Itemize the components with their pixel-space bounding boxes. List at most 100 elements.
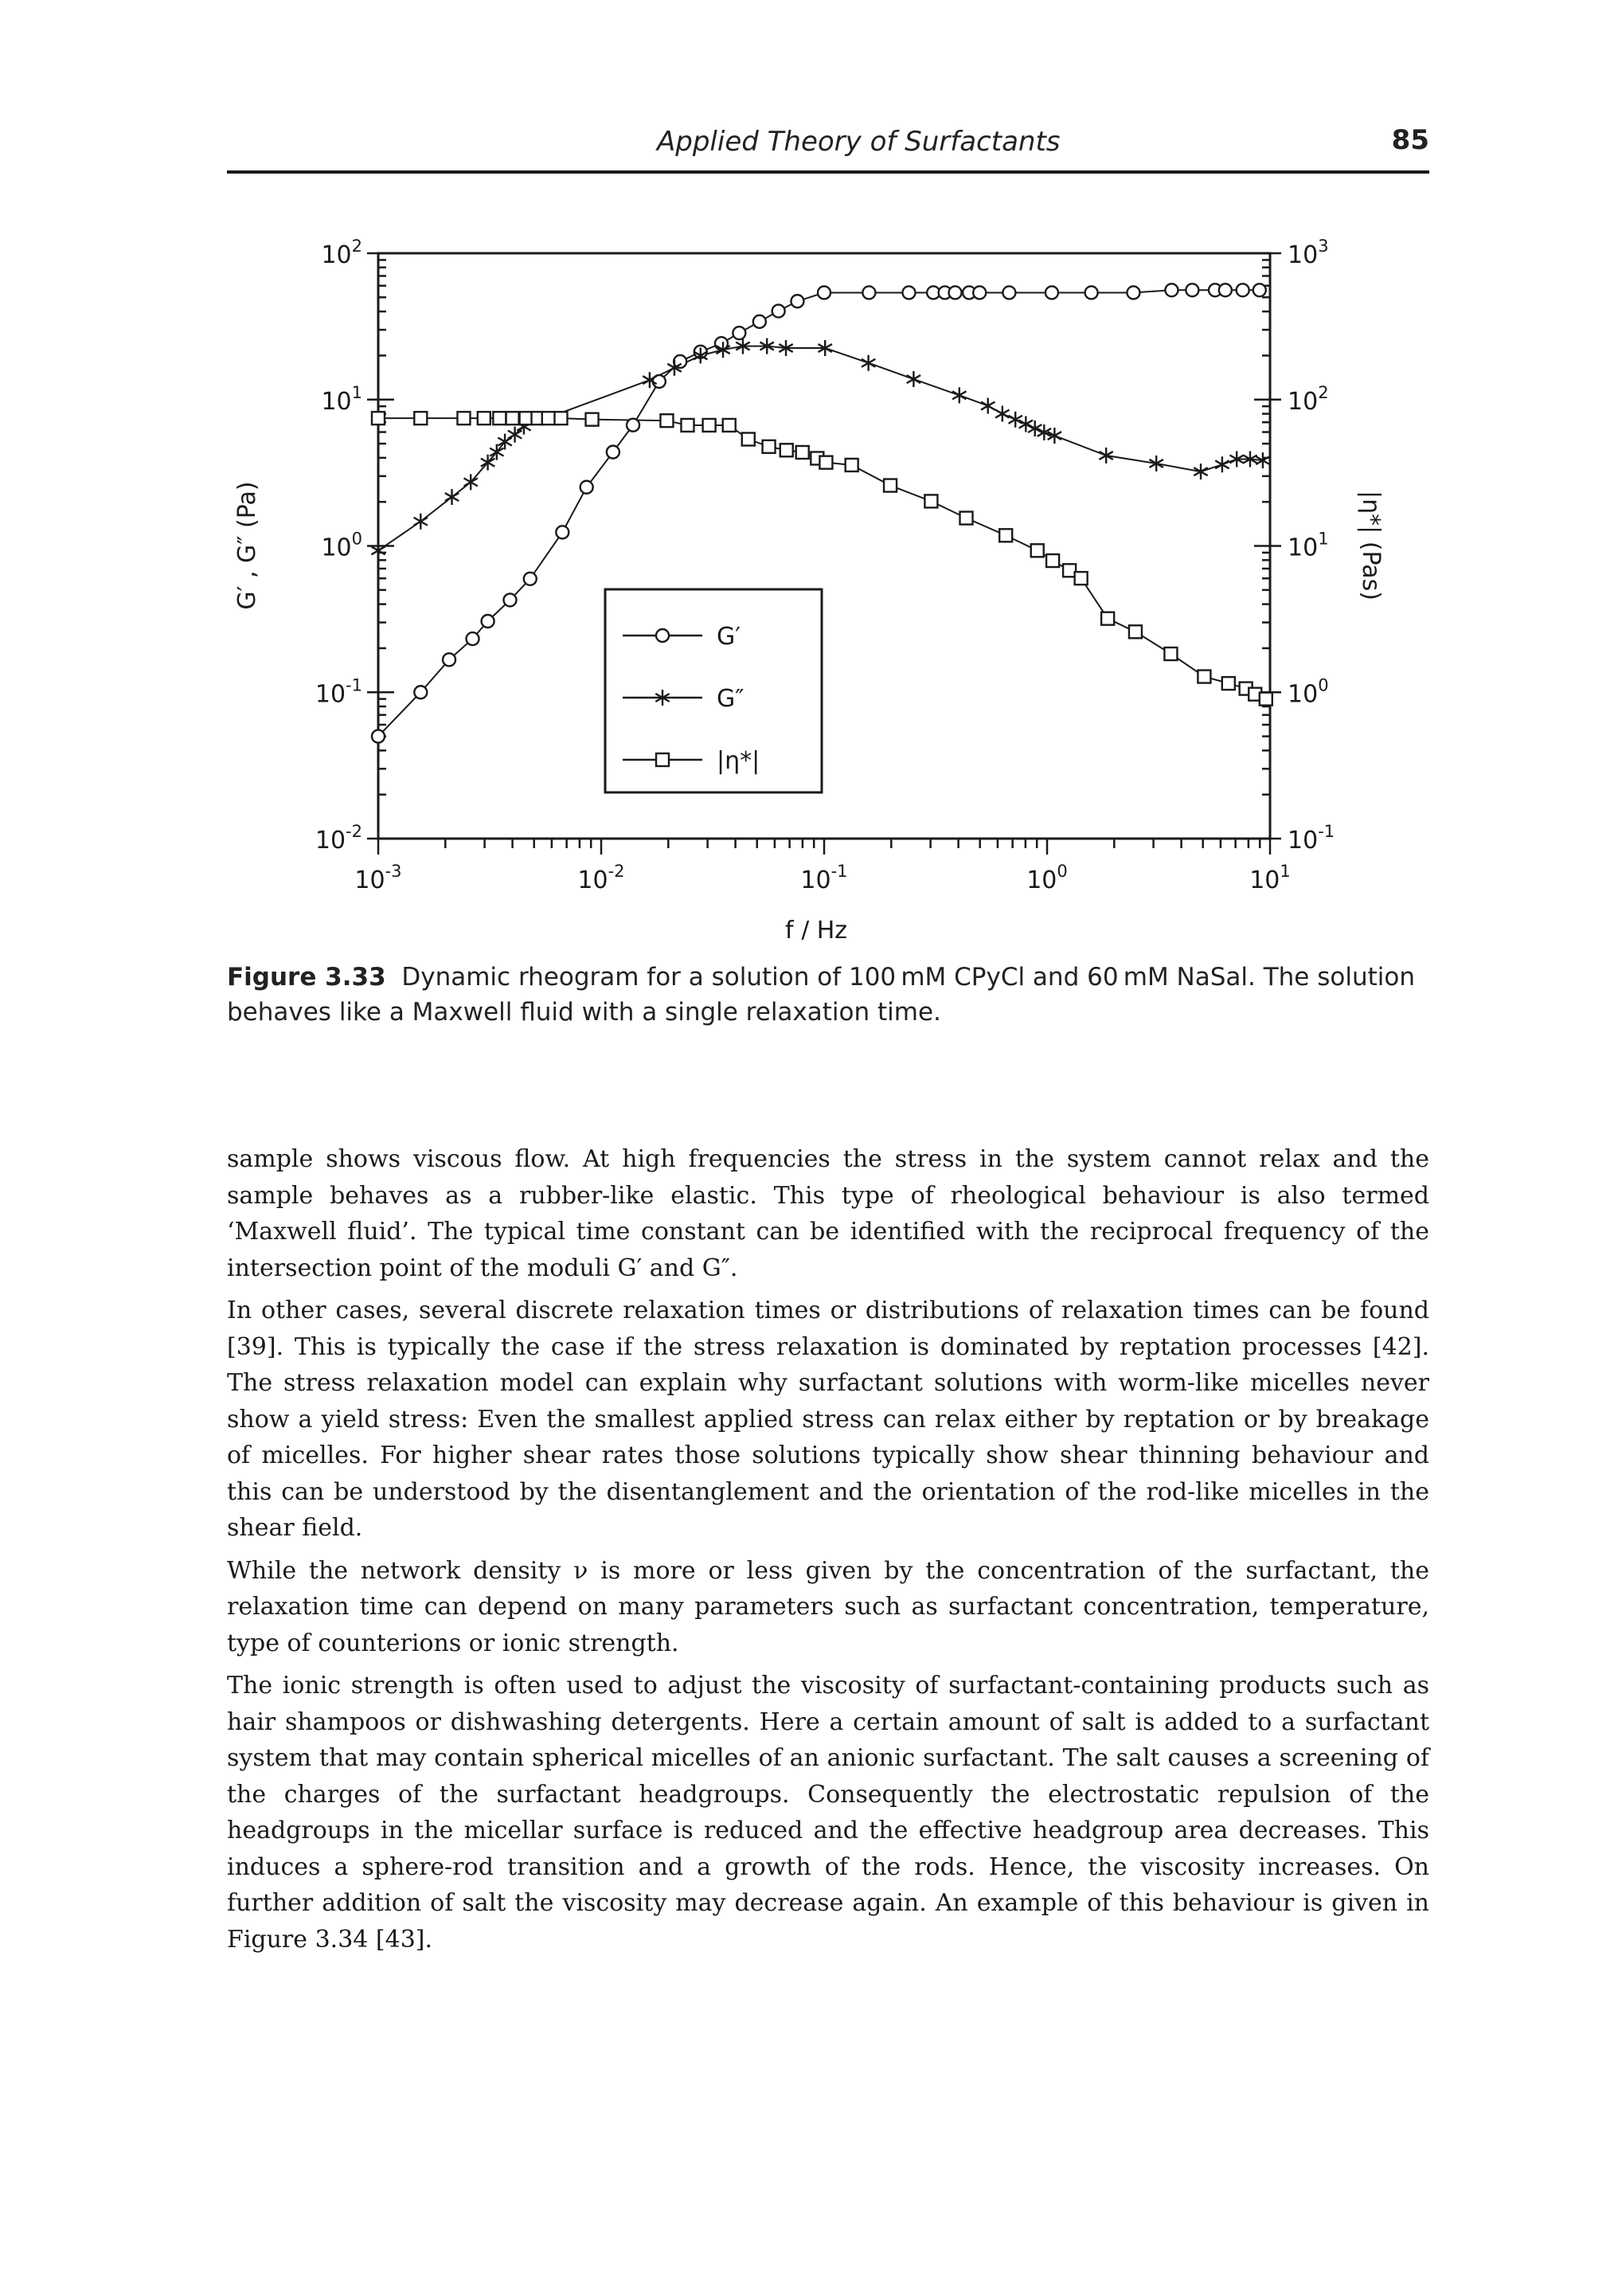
y-left-tick-label: 10-1 xyxy=(315,675,362,708)
data-point-eta-star xyxy=(702,417,717,433)
data-point-g-prime xyxy=(625,417,641,432)
data-point-eta-star xyxy=(476,410,491,426)
data-point-g-double-prime xyxy=(817,340,833,357)
data-point-eta-star xyxy=(844,457,859,473)
data-point-g-prime xyxy=(370,729,386,744)
legend-label-g-double-prime: G″ xyxy=(717,685,744,713)
data-point-eta-star xyxy=(1100,611,1116,626)
x-tick-label: 100 xyxy=(1026,862,1068,894)
legend-marker-eta-star xyxy=(655,752,670,768)
legend-marker-g-prime xyxy=(655,628,670,643)
y-right-tick-label: 10-1 xyxy=(1288,822,1335,855)
data-point-g-double-prime xyxy=(412,513,428,530)
data-point-g-double-prime xyxy=(980,397,996,414)
data-point-g-prime xyxy=(413,685,428,700)
data-point-g-double-prime xyxy=(1098,447,1114,464)
paragraph: While the network density ν is more or l… xyxy=(227,1556,1429,1657)
y-right-tick-label: 103 xyxy=(1288,237,1329,269)
data-point-eta-star xyxy=(1045,553,1061,569)
data-point-g-double-prime xyxy=(715,342,731,358)
data-point-eta-star xyxy=(1197,669,1212,684)
data-point-eta-star xyxy=(518,410,533,426)
data-point-g-prime xyxy=(1002,285,1017,300)
data-point-eta-star xyxy=(721,417,737,433)
paragraph: The ionic strength is often used to adju… xyxy=(227,1672,1429,1954)
data-point-g-double-prime xyxy=(1018,416,1034,432)
data-point-g-prime xyxy=(480,613,495,629)
data-point-eta-star xyxy=(1163,646,1178,662)
data-point-g-double-prime xyxy=(463,474,479,491)
data-point-g-double-prime xyxy=(759,338,775,354)
y-axis-right-label: |η*| (Pas) xyxy=(1357,491,1385,600)
running-head: Applied Theory of Surfactants 85 xyxy=(227,121,1429,167)
data-point-g-prime xyxy=(771,303,786,319)
data-point-g-prime xyxy=(972,285,987,300)
data-point-g-double-prime xyxy=(952,387,967,404)
data-point-eta-star xyxy=(924,494,939,509)
data-point-g-prime xyxy=(1084,285,1099,300)
data-point-g-prime xyxy=(1185,283,1200,298)
data-point-g-double-prime xyxy=(370,542,386,559)
data-point-g-prime xyxy=(752,314,768,330)
data-point-eta-star xyxy=(1061,563,1077,578)
data-point-eta-star xyxy=(998,528,1014,543)
data-point-g-prime xyxy=(555,525,570,540)
data-point-g-prime xyxy=(816,285,832,300)
data-point-g-prime xyxy=(790,294,805,309)
data-point-g-prime xyxy=(502,593,518,608)
data-point-g-double-prime xyxy=(1047,428,1062,444)
data-point-eta-star xyxy=(680,417,695,433)
data-point-g-prime xyxy=(522,571,537,586)
data-point-g-prime xyxy=(1217,283,1233,298)
data-point-eta-star xyxy=(761,439,776,455)
data-point-g-prime xyxy=(605,444,621,460)
data-point-g-double-prime xyxy=(507,426,522,443)
y-right-tick-label: 101 xyxy=(1288,530,1329,562)
data-point-eta-star xyxy=(1073,570,1088,586)
data-point-eta-star xyxy=(1258,691,1273,706)
data-point-g-double-prime xyxy=(1255,452,1271,469)
data-point-eta-star xyxy=(413,410,428,426)
y-left-tick-label: 102 xyxy=(321,237,362,269)
data-point-eta-star xyxy=(456,410,471,426)
data-point-eta-star xyxy=(779,443,794,458)
plot-frame xyxy=(377,252,1272,840)
data-point-eta-star xyxy=(584,412,600,427)
data-point-g-double-prime xyxy=(480,454,495,471)
legend-item-g-double-prime: G″ xyxy=(623,685,744,713)
axis-ticks xyxy=(367,252,1281,855)
data-point-g-prime xyxy=(732,325,747,341)
data-point-g-double-prime xyxy=(1007,411,1023,428)
data-point-g-double-prime xyxy=(642,372,658,389)
figure-caption: Figure 3.33 Dynamic rheogram for a solut… xyxy=(227,960,1429,1030)
data-point-g-double-prime xyxy=(995,405,1010,422)
data-point-g-double-prime xyxy=(735,338,751,354)
data-point-g-double-prime xyxy=(861,354,876,371)
y-left-tick-label: 100 xyxy=(321,530,362,562)
data-point-eta-star xyxy=(959,510,974,526)
data-point-g-double-prime xyxy=(497,433,513,450)
data-point-eta-star xyxy=(1030,543,1045,558)
paragraph: In other cases, several discrete relaxat… xyxy=(227,1297,1429,1542)
data-point-eta-star xyxy=(659,413,674,428)
x-axis-label: f / Hz xyxy=(785,917,847,940)
legend-item-eta-star: |η*| xyxy=(623,747,760,775)
body-text: sample shows viscous flow. At high frequ… xyxy=(227,1141,1429,1958)
x-tick-label: 10-3 xyxy=(354,862,401,894)
data-point-eta-star xyxy=(1128,624,1143,640)
data-point-eta-star xyxy=(1221,675,1237,691)
data-point-g-prime xyxy=(465,631,480,647)
y-right-tick-label: 100 xyxy=(1288,675,1329,708)
legend-label-eta-star: |η*| xyxy=(717,747,760,775)
data-point-g-double-prime xyxy=(1027,420,1043,436)
page-number: 85 xyxy=(1391,124,1429,156)
legend-box xyxy=(604,588,823,794)
data-point-g-double-prime xyxy=(1036,424,1052,440)
data-point-g-prime xyxy=(862,285,877,300)
y-left-tick-label: 10-2 xyxy=(315,822,362,855)
data-point-g-prime xyxy=(901,285,916,300)
legend-marker-g-double-prime xyxy=(655,690,670,706)
data-point-g-double-prime xyxy=(666,359,682,376)
data-point-eta-star xyxy=(882,478,898,493)
